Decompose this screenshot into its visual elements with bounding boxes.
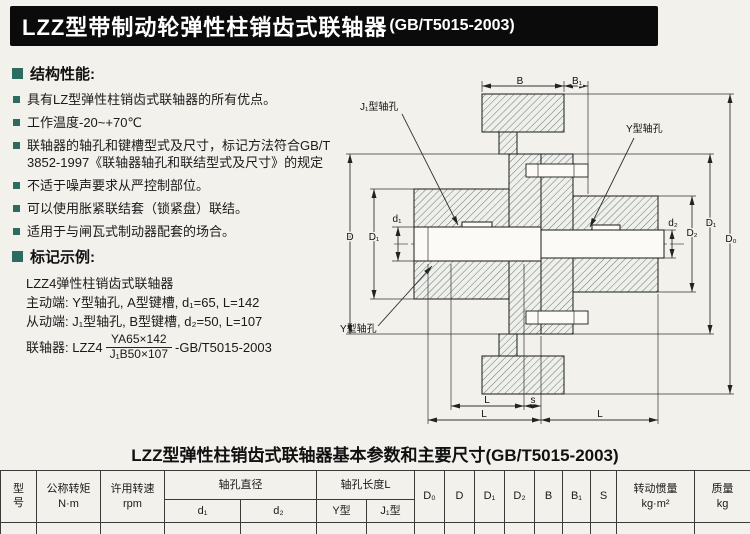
table-cell (444, 522, 475, 534)
marking-line-type: LZZ4弹性柱销齿式联轴器 (26, 276, 174, 291)
coupling-cross-section-drawing: B B₁ J₁型轴孔 Y型轴孔 Y型轴孔 D D₁ (334, 75, 748, 432)
bullet-square-icon (13, 182, 20, 189)
callout-Y-bore-left: Y型轴孔 (340, 322, 377, 335)
designation-suffix: -GB/T5015-2003 (175, 339, 272, 355)
dim-label-D1-left: D₁ (369, 232, 380, 243)
col-header-mass: 质量 kg (694, 470, 750, 523)
dim-label-B1: B₁ (572, 76, 583, 87)
col-header-d1: d₁ (164, 499, 241, 523)
list-item: 具有LZ型弹性柱销齿式联轴器的所有优点。 (12, 91, 340, 108)
table-cell (240, 522, 317, 534)
left-column: 结构性能: 具有LZ型弹性柱销齿式联轴器的所有优点。 工作温度-20~+70℃ … (12, 60, 340, 362)
bullet-square-icon (13, 119, 20, 126)
col-header-S: S (590, 470, 617, 523)
list-item: 联轴器的轴孔和键槽型式及尺寸，标记方法符合GB/T 3852-1997《联轴器轴… (12, 137, 340, 171)
col-header-d2: d₂ (240, 499, 317, 523)
table-cell (414, 522, 445, 534)
table-cell (616, 522, 695, 534)
dim-label-B: B (517, 76, 524, 87)
parameters-table: 型号 公称转矩 N·m 许用转速 rpm 轴孔直径 轴孔长度L D₀ D D₁ … (0, 470, 750, 534)
callout-J1-bore: J₁型轴孔 (360, 100, 398, 113)
marking-line-drive-end: 主动端: Y型轴孔, A型键槽, d₁=65, L=142 (26, 295, 260, 310)
dim-label-d1: d₁ (393, 214, 403, 225)
dim-label-D2: D₂ (686, 228, 697, 239)
table-cell (694, 522, 750, 534)
col-group-bore-diameter: 轴孔直径 (164, 470, 317, 500)
table-cell (100, 522, 165, 534)
table-title: LZZ型弹性柱销齿式联轴器基本参数和主要尺寸(GB/T5015-2003) (131, 446, 619, 465)
page-title: LZZ型带制动轮弹性柱销齿式联轴器 (GB/T5015-2003) (10, 6, 658, 46)
bullet-square-icon (13, 228, 20, 235)
dimensions-left: D D₁ d₁ (345, 153, 509, 335)
col-header-D: D (444, 470, 475, 523)
dim-label-d2: d₂ (668, 218, 678, 229)
col-header-D2: D₂ (504, 470, 535, 523)
table-cell (36, 522, 101, 534)
dim-label-L-top: L (484, 395, 490, 406)
marking-header-label: 标记示例: (30, 249, 95, 266)
col-header-D1: D₁ (474, 470, 505, 523)
table-cell (504, 522, 535, 534)
table-cell (164, 522, 241, 534)
table-cell (590, 522, 617, 534)
section-square-icon (12, 68, 23, 79)
dim-label-D: D (346, 232, 353, 243)
dim-label-D0: D₀ (725, 234, 736, 245)
structure-header-label: 结构性能: (30, 66, 95, 83)
dimension-B: B B₁ (481, 75, 589, 194)
dim-label-s: s (531, 395, 536, 406)
col-header-model: 型号 (0, 470, 37, 523)
marking-section-header: 标记示例: (12, 246, 340, 267)
bullet-square-icon (13, 96, 20, 103)
col-header-torque: 公称转矩 N·m (36, 470, 101, 523)
dim-label-L-bottom-left: L (481, 409, 487, 420)
dim-label-L-bottom-right: L (597, 409, 603, 420)
table-cell (366, 522, 415, 534)
list-item: 工作温度-20~+70℃ (12, 114, 340, 131)
table-cell (474, 522, 505, 534)
coupling-sections (413, 93, 659, 395)
designation-fraction: YA65×142 J₁B50×107 (105, 332, 173, 362)
structure-feature-list: 具有LZ型弹性柱销齿式联轴器的所有优点。 工作温度-20~+70℃ 联轴器的轴孔… (12, 91, 340, 240)
col-header-y-type: Y型 (316, 499, 367, 523)
col-header-D0: D₀ (414, 470, 445, 523)
callout-Y-bore-right: Y型轴孔 (626, 122, 663, 135)
table-row (0, 522, 750, 534)
col-group-bore-length: 轴孔长度L (316, 470, 415, 500)
col-header-B1: B₁ (562, 470, 591, 523)
designation-prefix: 联轴器: LZZ4 (26, 339, 103, 355)
table-cell (534, 522, 563, 534)
fraction-denominator: J₁B50×107 (109, 346, 169, 361)
dimensions-right: d₂ D₂ D₁ D₀ (564, 93, 738, 395)
list-item: 适用于与闸瓦式制动器配套的场合。 (12, 223, 340, 240)
bullet-square-icon (13, 142, 20, 149)
table-cell (316, 522, 367, 534)
list-item: 可以使用胀紧联结套（锁紧盘）联结。 (12, 200, 340, 217)
structure-section-header: 结构性能: (12, 63, 340, 84)
coupling-drawing-svg: B B₁ J₁型轴孔 Y型轴孔 Y型轴孔 D D₁ (339, 75, 738, 424)
marking-line-designation: 联轴器: LZZ4 YA65×142 J₁B50×107 -GB/T5015-2… (26, 332, 340, 362)
table-cell (0, 522, 37, 534)
table-cell (562, 522, 591, 534)
page-title-standard: (GB/T5015-2003) (389, 17, 515, 34)
marking-example-block: LZZ4弹性柱销齿式联轴器 主动端: Y型轴孔, A型键槽, d₁=65, L=… (12, 274, 340, 362)
bullet-square-icon (13, 205, 20, 212)
col-header-speed: 许用转速 rpm (100, 470, 165, 523)
col-header-inertia: 转动惯量 kg·m² (616, 470, 695, 523)
col-header-j1-type: J₁型 (366, 499, 415, 523)
fraction-numerator: YA65×142 (105, 332, 173, 348)
bores-and-bolts (413, 163, 665, 325)
dim-label-D1-right: D₁ (706, 218, 717, 229)
marking-line-driven-end: 从动端: J₁型轴孔, B型键槽, d₂=50, L=107 (26, 314, 263, 329)
col-header-B: B (534, 470, 563, 523)
dimensions-bottom: L s L L (427, 264, 659, 424)
list-item: 不适于噪声要求从严控制部位。 (12, 177, 340, 194)
page-title-text: LZZ型带制动轮弹性柱销齿式联轴器 (22, 15, 388, 40)
section-square-icon (12, 251, 23, 262)
